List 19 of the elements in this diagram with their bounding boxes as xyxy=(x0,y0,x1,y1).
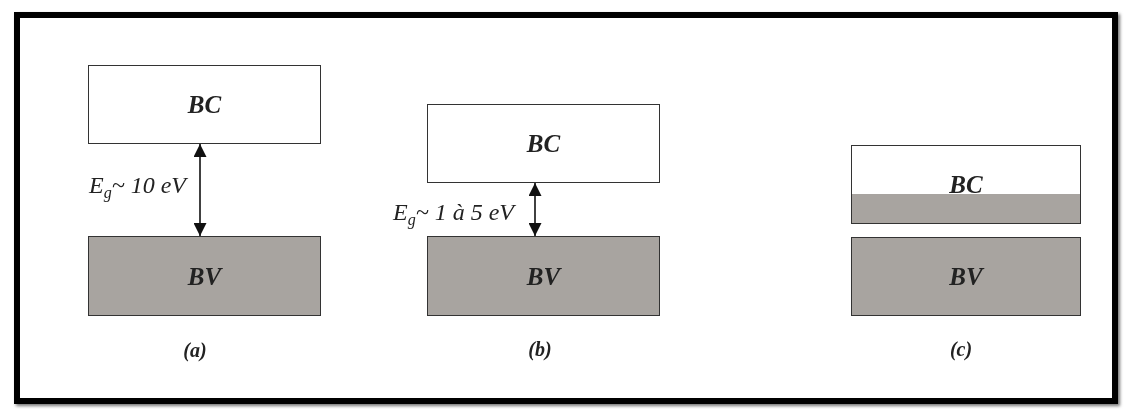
panel-label: (c) xyxy=(949,337,973,361)
band-label: BV xyxy=(187,263,222,289)
band-label: BC xyxy=(526,131,561,156)
band-label: BC xyxy=(949,172,983,197)
band-label: BC xyxy=(187,92,222,117)
band-box xyxy=(427,104,660,183)
band-box xyxy=(88,65,321,144)
band-label: BV xyxy=(526,263,561,289)
edge-label: E$_{g}$~ 10 eV xyxy=(89,171,186,204)
edge-label: E$_{g}$~ 1 à 5 eV xyxy=(393,198,514,231)
band-box xyxy=(851,237,1081,316)
panel-label: (b) xyxy=(528,337,552,361)
double-arrow xyxy=(193,144,207,236)
panel-label: (a) xyxy=(183,338,207,362)
band-box xyxy=(427,236,660,316)
band-box xyxy=(88,236,321,316)
band-label: BV xyxy=(949,264,983,289)
band-box xyxy=(851,145,1081,224)
double-arrow xyxy=(528,183,542,236)
